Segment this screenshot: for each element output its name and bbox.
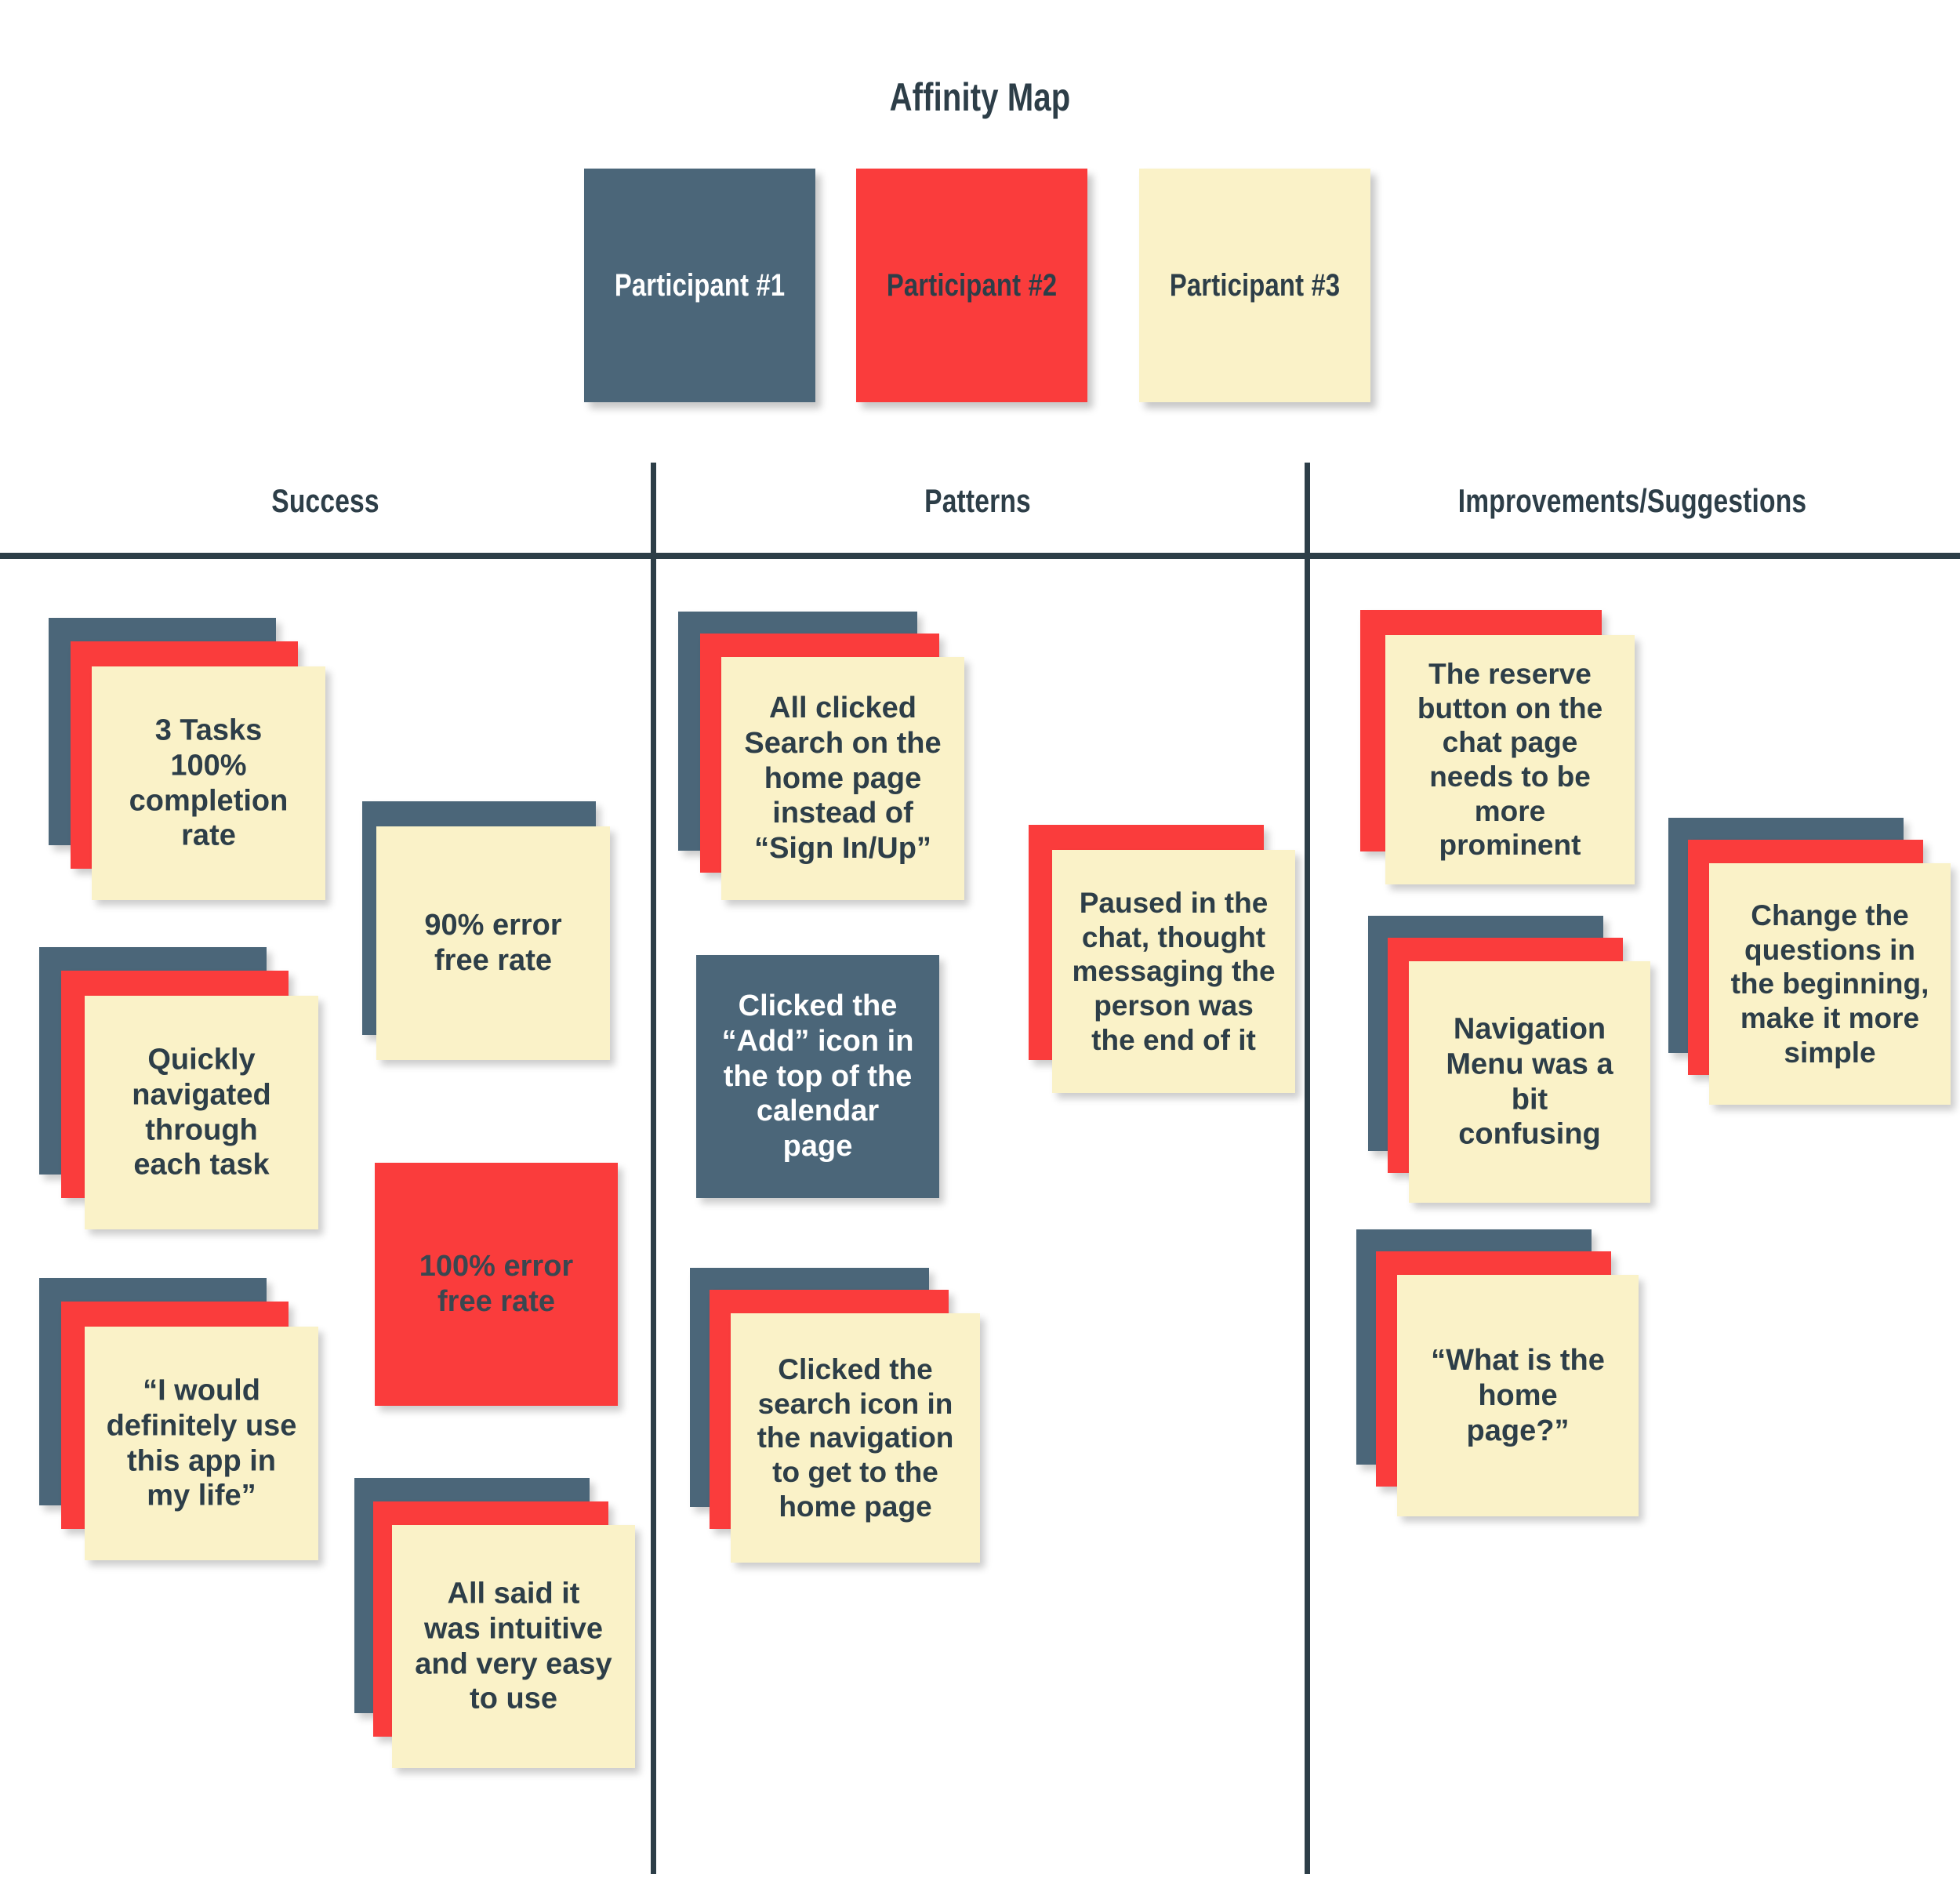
- note-text: Quickly navigated through each task: [132, 1043, 271, 1182]
- column-header-success: Success: [0, 482, 651, 520]
- note-top-cream[interactable]: “What is the home page?”: [1397, 1275, 1639, 1516]
- note-text: Clicked the “Add” icon in the top of the…: [721, 989, 914, 1164]
- note-top-cream[interactable]: 3 Tasks 100% completion rate: [92, 666, 325, 900]
- header-rule: [0, 553, 1960, 559]
- note-text: “I would definitely use this app in my l…: [106, 1374, 297, 1512]
- column-divider-2: [1305, 463, 1310, 1874]
- legend-card-participant-3[interactable]: Participant #3: [1139, 169, 1370, 402]
- note-top-cream[interactable]: The reserve button on the chat page need…: [1385, 635, 1635, 884]
- note-text: Clicked the search icon in the navigatio…: [757, 1352, 954, 1523]
- note-text: Navigation Menu was a bit confusing: [1446, 1012, 1613, 1151]
- note-text: “What is the home page?”: [1431, 1343, 1605, 1447]
- note-top-cream[interactable]: Paused in the chat, thought messaging th…: [1052, 850, 1295, 1093]
- legend-card-participant-1[interactable]: Participant #1: [584, 169, 815, 402]
- note-text: 90% error free rate: [424, 909, 562, 977]
- note-top-cream[interactable]: “I would definitely use this app in my l…: [85, 1327, 318, 1560]
- note-top-cream[interactable]: Quickly navigated through each task: [85, 996, 318, 1229]
- legend-label-participant-2: Participant #2: [886, 267, 1058, 303]
- note-top-cream[interactable]: Change the questions in the beginning, m…: [1709, 863, 1951, 1105]
- note-top-slate[interactable]: Clicked the “Add” icon in the top of the…: [696, 955, 939, 1198]
- note-text: Change the questions in the beginning, m…: [1730, 899, 1929, 1069]
- legend-label-participant-3: Participant #3: [1169, 267, 1341, 303]
- note-top-cream[interactable]: Clicked the search icon in the navigatio…: [731, 1313, 980, 1563]
- column-header-patterns-label: Patterns: [924, 482, 1031, 519]
- note-top-cream[interactable]: 90% error free rate: [376, 826, 610, 1060]
- note-text: 100% error free rate: [419, 1250, 574, 1318]
- page-title: Affinity Map: [889, 75, 1071, 119]
- note-text: The reserve button on the chat page need…: [1417, 658, 1603, 862]
- note-text: All said it was intuitive and very easy …: [415, 1577, 612, 1716]
- column-header-success-label: Success: [271, 482, 379, 519]
- note-top-cream[interactable]: All said it was intuitive and very easy …: [392, 1525, 635, 1768]
- note-text: 3 Tasks 100% completion rate: [129, 713, 289, 852]
- column-header-improvements: Improvements/Suggestions: [1305, 482, 1960, 520]
- legend-card-participant-2[interactable]: Participant #2: [856, 169, 1087, 402]
- legend-label-participant-1: Participant #1: [614, 267, 786, 303]
- note-top-cream[interactable]: All clicked Search on the home page inst…: [721, 657, 964, 900]
- note-top-cream[interactable]: Navigation Menu was a bit confusing: [1409, 961, 1650, 1203]
- note-top-red[interactable]: 100% error free rate: [375, 1163, 618, 1406]
- column-header-improvements-label: Improvements/Suggestions: [1457, 482, 1807, 519]
- note-text: Paused in the chat, thought messaging th…: [1072, 886, 1276, 1056]
- note-text: All clicked Search on the home page inst…: [744, 691, 942, 866]
- column-divider-1: [651, 463, 656, 1874]
- column-header-patterns: Patterns: [651, 482, 1305, 520]
